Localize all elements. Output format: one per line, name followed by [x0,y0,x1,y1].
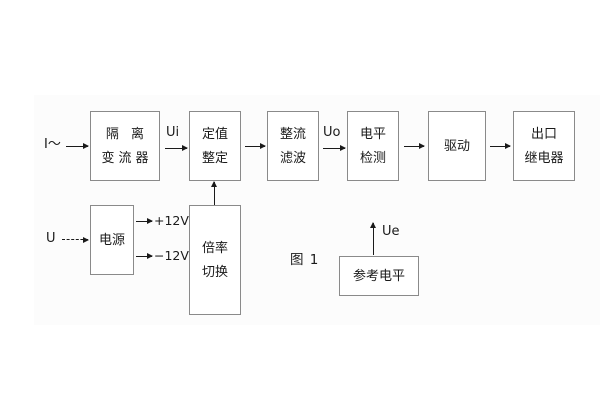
block-multiplier-line2: 切换 [201,264,228,280]
block-output-relay-line1: 出口 [530,126,557,142]
block-multiplier-line1: 倍率 [201,240,228,256]
block-rectify-line2: 滤波 [279,150,306,166]
block-setting-adjust: 定值 整定 [189,111,241,181]
uo-label: Uo [323,125,341,140]
block-output-relay-line2: 继电器 [524,150,564,166]
block-reference-line1: 参考电平 [352,268,405,284]
input-voltage-label: U [46,231,56,246]
ui-label: Ui [166,125,180,140]
block-drive-line1: 驱动 [443,138,470,154]
level-detect-to-drive-arrow [404,143,425,149]
block-drive: 驱动 [428,111,486,181]
block-isolation-line1: 隔 离 [105,126,149,142]
ue-label: Ue [382,224,400,239]
input-current-arrow [66,143,89,149]
block-power-supply: 电源 [90,205,134,275]
block-level-detect-line1: 电平 [359,126,386,142]
setting-to-rectify-arrow [245,143,266,149]
block-isolation-line2: 变流器 [101,150,153,166]
reference-to-level-detect-arrow [369,222,376,255]
drive-to-output-relay-arrow [490,143,511,149]
input-current-label: I～ [44,137,61,152]
multiplier-to-setting-arrow [210,181,217,205]
input-voltage-arrow [62,237,89,243]
block-rectify-line1: 整流 [279,126,306,142]
block-rectify-filter: 整流 滤波 [267,111,319,181]
pos-supply-arrow [136,218,153,224]
neg-supply-arrow [136,253,153,259]
pos-supply-label: +12V [154,213,189,228]
block-output-relay: 出口 继电器 [513,111,575,181]
ui-arrow [165,145,188,151]
block-isolation-transformer: 隔 离 变流器 [90,111,160,181]
block-setting-line1: 定值 [201,126,228,142]
block-level-detection: 电平 检测 [347,111,399,181]
block-reference-level: 参考电平 [339,256,419,296]
neg-supply-label: −12V [154,248,189,263]
uo-arrow [323,145,346,151]
figure-caption: 图 1 [290,252,320,268]
block-setting-line2: 整定 [201,150,228,166]
block-multiplier-switch: 倍率 切换 [189,205,241,315]
block-level-detect-line2: 检测 [359,150,386,166]
block-power-supply-line1: 电源 [98,232,125,248]
